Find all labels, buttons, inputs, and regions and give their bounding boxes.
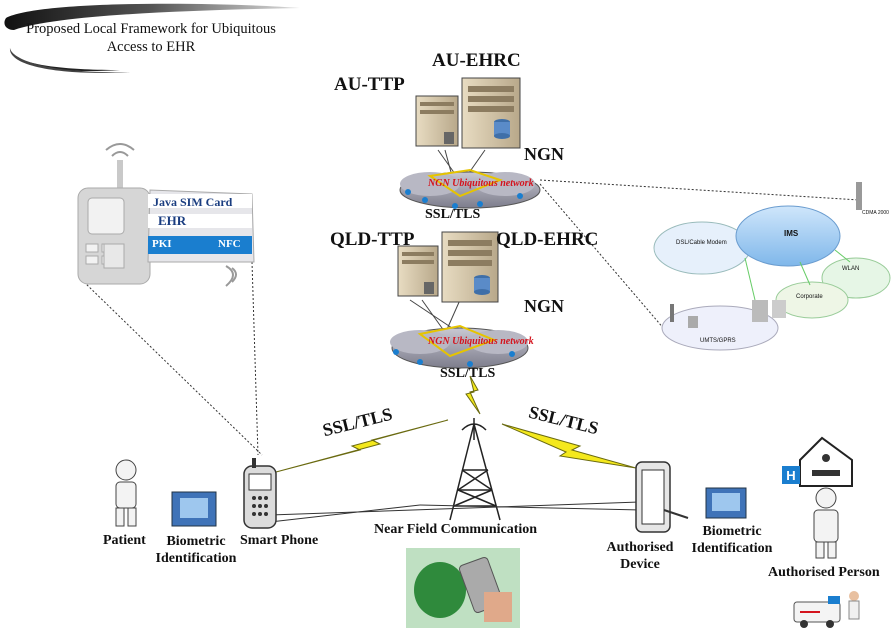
patient-figure <box>115 459 137 527</box>
cell-tower <box>449 418 501 521</box>
authorised-person-label: Authorised Person <box>768 565 880 580</box>
smart-phone-graphic <box>243 458 277 529</box>
biometric-identification-left-label: Biometric Identification <box>155 534 237 566</box>
sim-ehr-label: EHR <box>158 213 187 228</box>
au-ehrc-label: AU-EHRC <box>432 50 521 71</box>
qld-ehrc-label: QLD-EHRC <box>496 229 599 250</box>
ngn-label-2: NGN <box>524 296 564 316</box>
title-swoosh <box>4 3 300 73</box>
ngn-cloud-1 <box>399 168 541 209</box>
ssl-tls-label-middle: SSL/TLS <box>440 366 496 381</box>
patient-label: Patient <box>103 533 146 548</box>
biometric-identification-right-label-line2: Identification <box>691 541 773 556</box>
qld-ttp-server <box>397 245 439 297</box>
nfc-photo <box>406 548 520 628</box>
ngn-label-1: NGN <box>524 144 564 164</box>
biometric-identification-right-label-line1: Biometric <box>702 524 762 539</box>
page-title: Proposed Local Framework for Ubiquitous … <box>26 21 276 55</box>
sim-pki-label: PKI <box>152 238 172 250</box>
hospital-icon: H <box>782 436 853 487</box>
sim-card-graphic <box>77 143 255 287</box>
dotted-connectors <box>83 179 861 456</box>
qld-ttp-label: QLD-TTP <box>330 229 415 250</box>
ngn-cloud-text-2: NGN Ubiquitous network <box>428 336 534 347</box>
near-field-communication-label: Near Field Communication <box>374 522 538 537</box>
biometric-image-left <box>171 491 217 527</box>
ngn-detail-diagram <box>653 182 891 351</box>
authorised-device-label-line1: Authorised <box>606 540 674 555</box>
ngn-cloud-text-1: NGN Ubiquitous network <box>428 178 534 189</box>
au-ttp-label: AU-TTP <box>334 74 405 95</box>
authorised-device-graphic <box>635 461 689 533</box>
authorised-device-label-line2: Device <box>620 557 660 572</box>
sim-card-title: Java SIM Card <box>153 195 233 209</box>
nfc-link <box>269 501 641 523</box>
au-ehrc-server <box>461 77 521 149</box>
smart-phone-label: Smart Phone <box>240 533 319 548</box>
qld-ehrc-server <box>441 231 499 303</box>
authorised-person-figure <box>813 487 839 559</box>
svg-text:H: H <box>786 468 795 483</box>
wlan-label: WLAN <box>842 266 860 272</box>
ims-label: IMS <box>784 229 799 238</box>
au-ttp-server <box>415 95 459 147</box>
ssl-tls-label-top: SSL/TLS <box>425 207 481 222</box>
umts-label: UMTS/GPRS <box>700 338 736 344</box>
cdma-label: CDMA 2000 <box>862 210 889 216</box>
sim-nfc-label: NFC <box>218 238 241 250</box>
corporate-label: Corporate <box>796 294 823 300</box>
biometric-image-right <box>705 487 747 519</box>
dsl-label: DSL/Cable Modem <box>676 240 727 246</box>
ngn-cloud-2 <box>390 324 529 369</box>
ambulance-graphic <box>793 591 860 628</box>
